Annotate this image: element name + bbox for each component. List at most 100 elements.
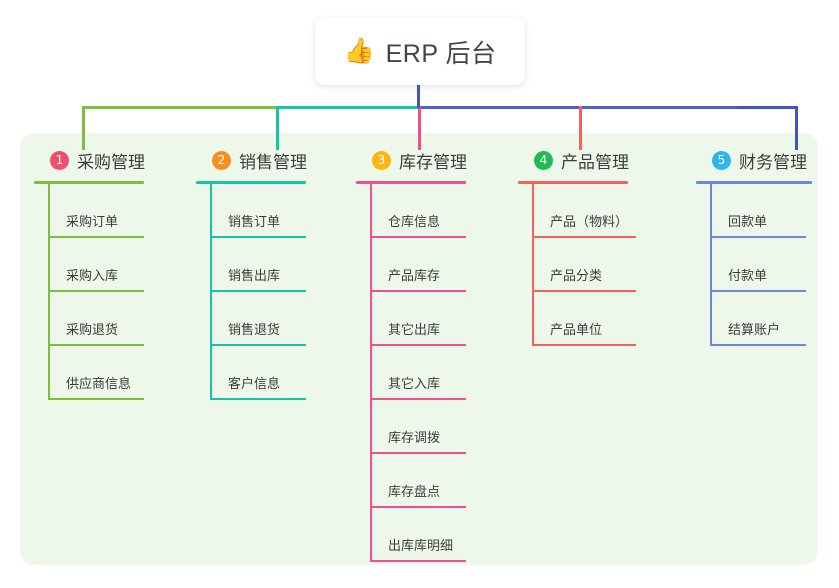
column-header-2[interactable]: 2 销售管理 [212,148,307,172]
list-item-rule [710,236,806,238]
column-header-rule [356,181,466,184]
column-badge-number-icon: 3 [372,150,391,170]
column-title: 销售管理 [239,152,307,172]
list-item[interactable]: 库存盘点 [356,454,467,508]
list-item[interactable]: 回款单 [696,184,812,238]
list-item-label: 其它入库 [388,376,441,391]
diagram-background-panel [20,133,818,565]
list-item-label: 库存调拨 [388,430,441,445]
list-item[interactable]: 结算账户 [696,292,812,346]
list-item[interactable]: 产品库存 [356,238,467,292]
list-item-label: 产品（物料） [550,214,629,229]
list-item-rule [710,344,806,346]
list-item-rule [710,290,806,292]
list-item-label: 仓库信息 [388,214,441,229]
list-item[interactable]: 销售订单 [196,184,307,238]
column-badge-number-icon: 2 [212,150,231,170]
column-title: 采购管理 [77,152,145,172]
list-item-rule [48,344,144,346]
connector-drop-4 [579,106,582,150]
column-item-list: 产品（物料） 产品分类产品单位 [518,184,636,346]
column-badge-number-icon: 4 [534,150,553,170]
list-item-rule [532,290,636,292]
connector-bar-segment-2 [276,106,418,109]
connector-bar-segment-4 [737,106,797,109]
list-item[interactable]: 采购退货 [34,292,145,346]
list-item[interactable]: 出库库明细 [356,508,467,562]
column-spine [210,184,212,400]
list-item-rule [48,236,144,238]
column-header-4[interactable]: 4 产品管理 [534,148,629,172]
connector-bar-segment-1 [82,106,276,109]
list-item-label: 采购订单 [66,214,119,229]
column-header-3[interactable]: 3 库存管理 [372,148,467,172]
list-item-label: 回款单 [728,214,768,229]
list-item-label: 库存盘点 [388,484,441,499]
list-item-rule [370,398,466,400]
list-item-label: 产品库存 [388,268,441,283]
list-item-label: 采购退货 [66,322,119,337]
column-5: 5 财务管理回款单付款单结算账户 [696,148,812,346]
column-header-rule [696,181,812,184]
list-item-rule [370,344,466,346]
list-item-rule [210,344,306,346]
list-item[interactable]: 产品（物料） [518,184,636,238]
connector-drop-1 [82,106,85,150]
list-item[interactable]: 产品单位 [518,292,636,346]
list-item-label: 产品分类 [550,268,603,283]
column-badge-number-icon: 5 [712,150,731,170]
list-item-rule [210,398,306,400]
list-item[interactable]: 销售退货 [196,292,307,346]
root-node-title: ERP 后台 [385,39,497,68]
list-item[interactable]: 销售出库 [196,238,307,292]
list-item[interactable]: 产品分类 [518,238,636,292]
root-connector-stem [417,85,420,108]
column-item-list: 仓库信息产品库存其它出库其它入库库存调拨库存盘点出库库明细 [356,184,467,562]
column-title: 产品管理 [561,152,629,172]
column-item-list: 回款单付款单结算账户 [696,184,812,346]
column-spine [370,184,372,562]
list-item-label: 销售出库 [228,268,281,283]
list-item[interactable]: 付款单 [696,238,812,292]
column-3: 3 库存管理仓库信息产品库存其它出库其它入库库存调拨库存盘点出库库明细 [356,148,467,562]
list-item-rule [210,290,306,292]
list-item[interactable]: 供应商信息 [34,346,145,400]
list-item-rule [370,560,466,562]
column-header-rule [34,181,144,184]
column-title: 财务管理 [739,152,807,172]
column-header-5[interactable]: 5 财务管理 [712,148,812,172]
column-header-rule [518,181,628,184]
column-4: 4 产品管理产品（物料） 产品分类产品单位 [518,148,636,346]
list-item[interactable]: 仓库信息 [356,184,467,238]
connector-drop-3 [418,106,421,150]
list-item-label: 客户信息 [228,376,281,391]
column-title: 库存管理 [399,152,467,172]
connector-drop-2 [276,106,279,150]
list-item[interactable]: 其它入库 [356,346,467,400]
column-2: 2 销售管理销售订单销售出库销售退货客户信息 [196,148,307,400]
list-item[interactable]: 库存调拨 [356,400,467,454]
list-item-label: 产品单位 [550,322,603,337]
list-item-rule [48,398,144,400]
thumbs-up-icon: 👍 [343,37,375,65]
column-spine [48,184,50,400]
list-item[interactable]: 其它出库 [356,292,467,346]
root-node-erp-backend[interactable]: 👍 ERP 后台 [315,18,525,85]
list-item-label: 销售退货 [228,322,281,337]
list-item-rule [532,344,636,346]
list-item[interactable]: 采购入库 [34,238,145,292]
list-item-label: 结算账户 [728,322,781,337]
list-item[interactable]: 客户信息 [196,346,307,400]
connector-bar-segment-3 [418,106,737,109]
list-item-label: 销售订单 [228,214,281,229]
connector-drop-5 [795,106,798,150]
list-item-label: 供应商信息 [66,376,132,391]
list-item-rule [210,236,306,238]
column-header-rule [196,181,306,184]
list-item[interactable]: 采购订单 [34,184,145,238]
list-item-label: 付款单 [728,268,768,283]
list-item-rule [370,506,466,508]
list-item-rule [370,236,466,238]
